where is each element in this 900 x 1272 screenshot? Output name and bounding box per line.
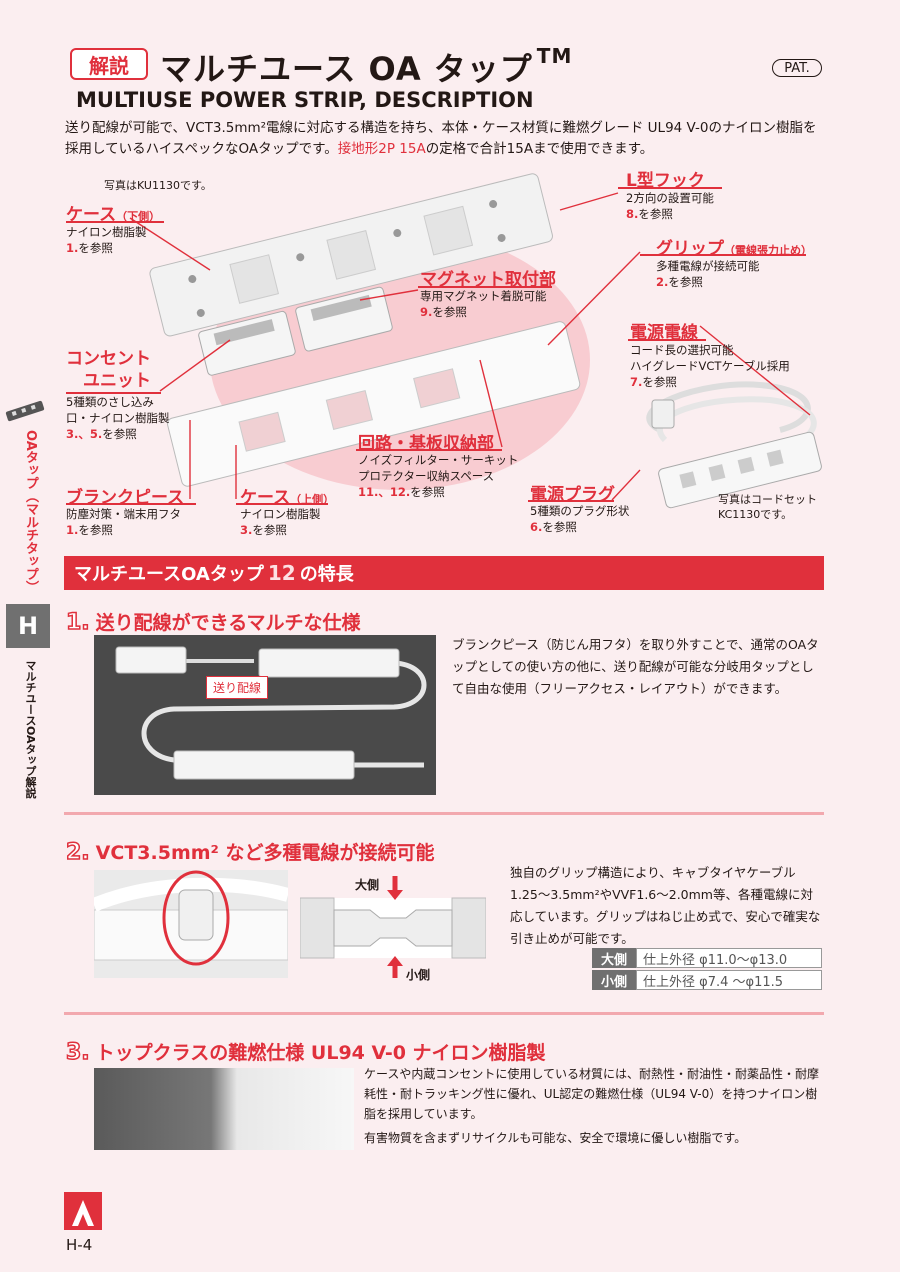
spec-small-key: 小側 bbox=[592, 970, 636, 990]
section-2-photo bbox=[94, 870, 288, 978]
label-blank-piece-desc: 防塵対策・端末用フタ 1.を参照 bbox=[66, 507, 181, 537]
label-outlet-unit-title: コンセント ユニット bbox=[66, 349, 151, 391]
feed-wiring-tag: 送り配線 bbox=[206, 676, 269, 699]
section-3-title: 3.トップクラスの難燃仕様 UL94 V-0 ナイロン樹脂製 bbox=[65, 1039, 546, 1066]
outlet-units-shape bbox=[198, 286, 393, 376]
side-tab-letter: H bbox=[6, 604, 50, 648]
label-power-cable-title: 電源電線 bbox=[630, 323, 698, 343]
trademark: TM bbox=[536, 44, 573, 68]
divider-1 bbox=[64, 812, 824, 815]
section-3-text: ケースや内蔵コンセントに使用している材質には、耐熱性・耐油性・耐薬品性・耐摩耗性… bbox=[364, 1067, 820, 1121]
oa-tap-icon bbox=[5, 400, 45, 422]
page-number: H-4 bbox=[66, 1236, 93, 1254]
section-badge: 解説 bbox=[70, 48, 148, 80]
section-1-text: ブランクピース（防じん用フタ）を取り外すことで、通常のOAタップとしての使い方の… bbox=[452, 637, 819, 696]
section-3-text2: 有害物質を含まずリサイクルも可能な、安全で環境に優しい樹脂です。 bbox=[364, 1131, 747, 1145]
spec-row-small: 小側仕上外径 φ7.4 〜φ11.5 bbox=[592, 970, 822, 990]
case-lower-shape bbox=[149, 173, 553, 337]
label-case-upper-desc: ナイロン樹脂製 3.を参照 bbox=[240, 507, 321, 537]
spec-row-big: 大側仕上外径 φ11.0〜φ13.0 bbox=[592, 948, 822, 968]
cord-set-shape bbox=[646, 381, 822, 509]
banner-number: 12 bbox=[267, 561, 296, 585]
intro-highlight: 接地形2P 15A bbox=[337, 141, 426, 157]
intro-part2: の定格で合計15Aまで使用できます。 bbox=[425, 141, 654, 157]
title-text: マルチユース OA タップ bbox=[160, 50, 533, 88]
section-2-text: 独自のグリップ構造により、キャブタイヤケーブル1.25〜3.5mm²やVVF1.… bbox=[510, 865, 821, 946]
photo-note: 写真はKU1130です。 bbox=[104, 179, 212, 192]
company-logo-icon bbox=[64, 1192, 102, 1230]
section-2-title: 2.VCT3.5mm² など多種電線が接続可能 bbox=[65, 839, 435, 866]
label-circuit-desc: ノイズフィルター・サーキット プロテクター収納スペース 11.、12.を参照 bbox=[358, 453, 519, 499]
section-3-photo bbox=[94, 1068, 354, 1150]
banner-suffix: の特長 bbox=[299, 564, 354, 585]
grip-diagram: 大側 小側 bbox=[299, 870, 487, 982]
case-upper-shape bbox=[167, 321, 581, 487]
label-case-lower-desc: ナイロン樹脂製 1.を参照 bbox=[66, 225, 147, 255]
product-diagram bbox=[129, 173, 822, 509]
section-1-photo: 送り配線 bbox=[94, 635, 436, 795]
big-side-label: 大側 bbox=[355, 878, 380, 892]
page-subtitle: MULTIUSE POWER STRIP, DESCRIPTION bbox=[76, 88, 534, 112]
spec-big-value: 仕上外径 φ11.0〜φ13.0 bbox=[636, 948, 822, 968]
spec-small-value: 仕上外径 φ7.4 〜φ11.5 bbox=[636, 970, 822, 990]
cord-set-note: 写真はコードセット KC1130です。 bbox=[718, 493, 817, 521]
patent-badge: PAT. bbox=[772, 59, 822, 77]
divider-2 bbox=[64, 1012, 824, 1015]
label-l-hook-desc: 2方向の設置可能 8.を参照 bbox=[626, 191, 714, 221]
intro-part1: 送り配線が可能で、VCT3.5mm²電線に対応する構造を持ち、本体・ケース材質に… bbox=[65, 120, 817, 157]
side-tab-category: OAタップ（マルチタップ） bbox=[23, 430, 38, 594]
label-magnet-title: マグネット取付部 bbox=[420, 270, 556, 290]
label-l-hook-title: L型フック bbox=[626, 171, 705, 191]
label-grip-desc: 多種電線が接続可能 2.を参照 bbox=[656, 259, 760, 289]
label-magnet-desc: 専用マグネット着脱可能 9.を参照 bbox=[420, 289, 547, 319]
spec-big-key: 大側 bbox=[592, 948, 636, 968]
intro-text: 送り配線が可能で、VCT3.5mm²電線に対応する構造を持ち、本体・ケース材質に… bbox=[65, 118, 825, 160]
section-1-title: 1.送り配線ができるマルチな仕様 bbox=[65, 609, 361, 636]
side-tab-subtitle: マルチユースOAタップ解説 bbox=[24, 660, 37, 799]
banner-prefix: マルチユースOAタップ bbox=[74, 564, 264, 585]
small-side-label: 小側 bbox=[406, 968, 431, 982]
label-power-plug-desc: 5種類のプラグ形状 6.を参照 bbox=[530, 504, 630, 534]
label-power-cable-desc: コード長の選択可能 ハイグレードVCTケーブル採用 7.を参照 bbox=[630, 343, 790, 389]
label-case-lower-title: ケース（下側） bbox=[66, 205, 161, 225]
label-outlet-unit-desc: 5種類のさし込み 口・ナイロン樹脂製 3.、5.を参照 bbox=[66, 395, 170, 441]
